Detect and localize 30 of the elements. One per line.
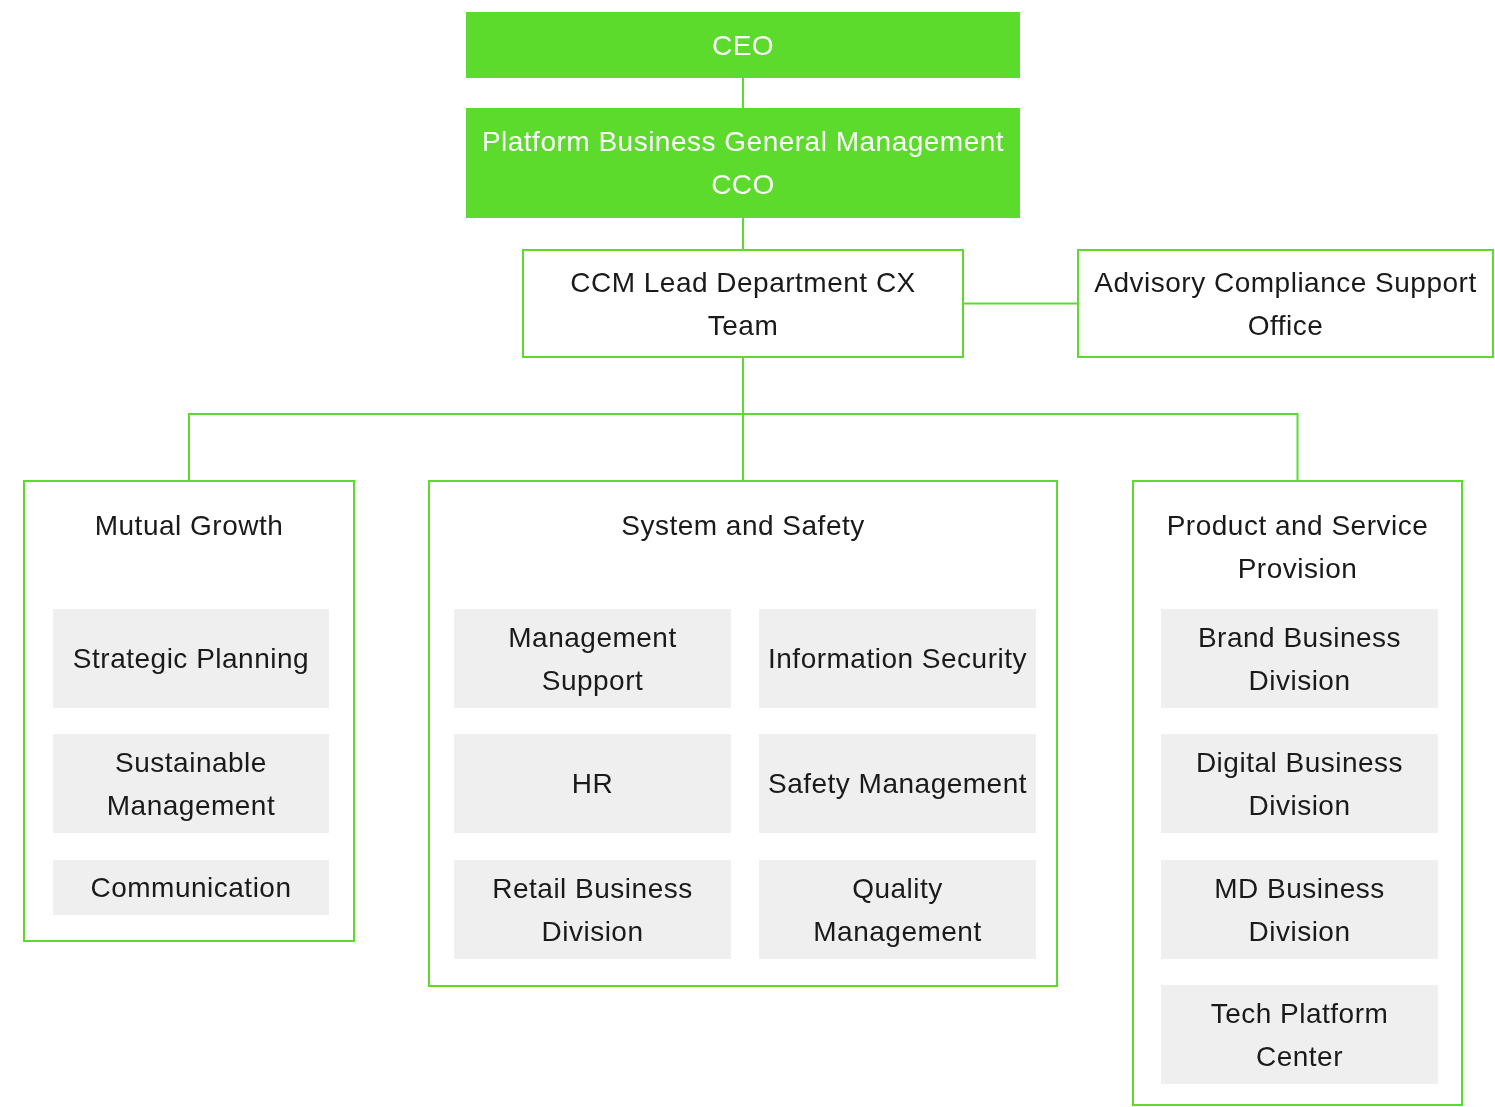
node-label: Management Support [507, 620, 678, 698]
node-label: Information Security [767, 642, 1028, 676]
group-panel [428, 480, 1058, 987]
node-label: Strategic Planning [71, 642, 311, 676]
connector-line [742, 217, 744, 250]
department-box [1077, 249, 1494, 358]
group-panel [23, 480, 355, 942]
node-label: Quality Management [812, 871, 983, 949]
node-label: Tech Platform Center [1209, 996, 1390, 1074]
node-label: Retail Business Division [491, 871, 694, 949]
node-label: Mutual Growth [93, 509, 285, 543]
node-label: Product and Service Provision [1165, 509, 1430, 586]
node-label: Platform Business General Management CCO [480, 125, 1006, 202]
role-box [466, 12, 1020, 78]
node-label: Brand Business Division [1196, 620, 1403, 698]
node-label: Sustainable Management [105, 745, 277, 823]
node-label: HR [570, 767, 615, 801]
role-box [466, 108, 1020, 218]
node-label: Digital Business Division [1194, 745, 1405, 823]
node-label: CCM Lead Department CX Team [569, 265, 917, 343]
node-label: Advisory Compliance Support Office [1093, 265, 1478, 343]
connector-line [963, 302, 1078, 305]
group-panel [1132, 480, 1463, 1106]
node-label: Communication [89, 871, 293, 905]
department-box [522, 249, 964, 358]
node-label: Safety Management [766, 767, 1029, 801]
node-label: CEO [710, 28, 776, 63]
connector-line [742, 77, 744, 109]
node-label: System and Safety [620, 509, 866, 543]
node-label: MD Business Division [1213, 871, 1386, 949]
